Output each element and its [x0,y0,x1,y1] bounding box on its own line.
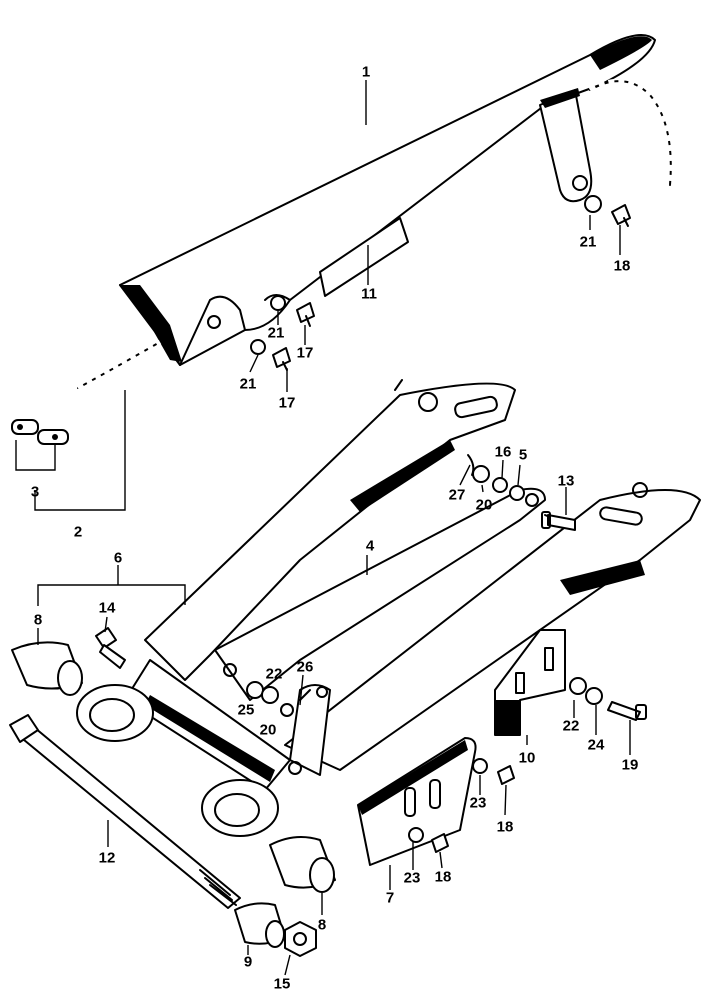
callout-2: 2 [73,523,83,541]
callout-17-lower: 17 [278,394,296,412]
leader-lines [15,80,631,976]
callout-22-right: 22 [562,717,580,735]
callout-22-left: 22 [265,665,283,683]
callout-23-lower: 23 [403,869,421,887]
callout-23-upper: 23 [469,794,487,812]
callout-8-left: 8 [33,611,43,629]
callout-4: 4 [365,537,375,555]
callout-24: 24 [587,736,605,754]
nut-part [284,921,317,957]
callout-11: 11 [361,285,377,303]
adjuster-bolt-part [541,511,576,531]
callout-1: 1 [361,63,371,81]
callout-21-upper: 21 [267,324,285,342]
callout-8-right: 8 [317,916,327,934]
callout-19: 19 [621,756,639,774]
callout-12: 12 [98,849,116,867]
callout-5: 5 [518,446,528,464]
bracket-part [494,629,566,736]
master-link-part [11,419,69,445]
grease-fitting-part [95,627,126,669]
swing-arm-part [76,379,701,837]
callout-13: 13 [557,472,575,490]
callout-7: 7 [385,889,395,907]
drive-chain-part [76,78,674,391]
callout-20-upper: 20 [475,496,493,514]
callout-20-lower: 20 [259,721,277,739]
callout-14: 14 [98,599,116,617]
callout-18-top: 18 [613,257,631,275]
fasteners-part [246,195,647,853]
callout-6: 6 [113,549,123,567]
callout-16: 16 [494,443,512,461]
callout-17-upper: 17 [296,344,314,362]
callout-9: 9 [243,953,253,971]
callout-18-bottom: 18 [434,868,452,886]
guard-plate-part [357,737,477,866]
callout-25: 25 [237,701,255,719]
pivot-bolt-part [9,714,241,909]
callout-10: 10 [518,749,536,767]
callout-21-lower: 21 [239,375,257,393]
callout-3: 3 [30,483,40,501]
callout-27: 27 [448,486,466,504]
bushings-part [11,641,336,948]
callout-18-middle: 18 [496,818,514,836]
callout-15: 15 [273,975,291,993]
label-plate-part [319,217,409,297]
callout-21-right: 21 [579,233,597,251]
callout-26: 26 [296,658,314,676]
chain-case-part [119,34,656,366]
